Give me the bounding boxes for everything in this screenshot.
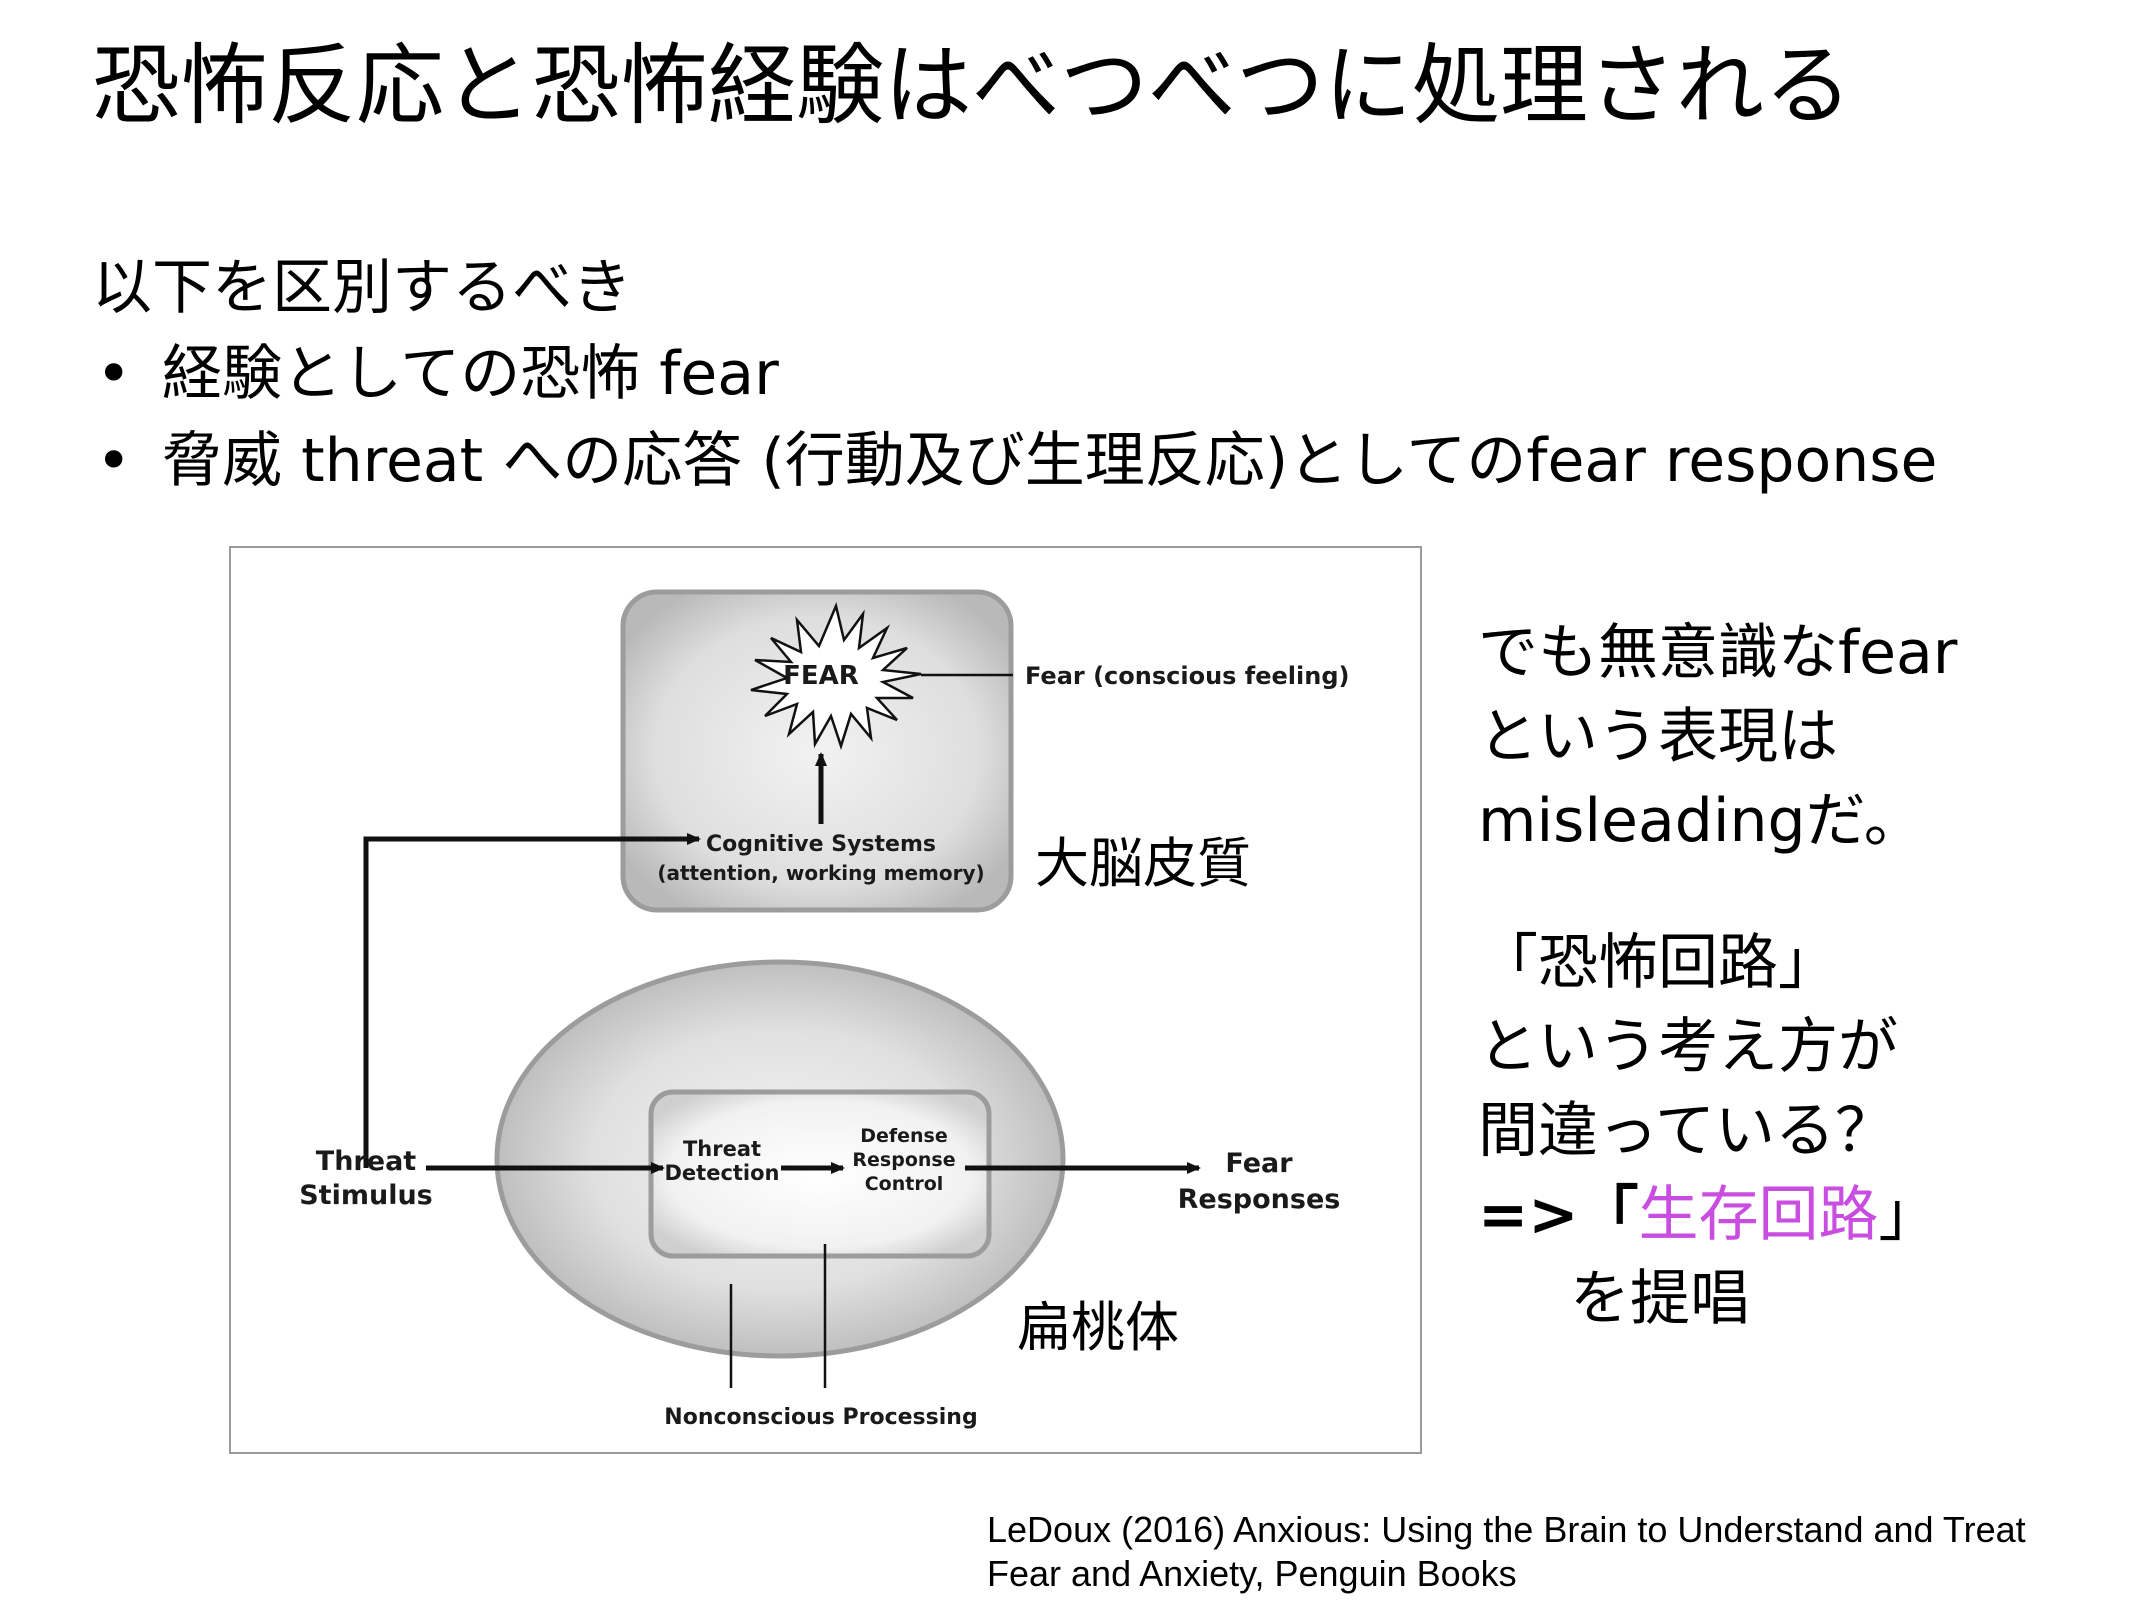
bullet-text: 脅威 threat への応答 (行動及び生理反応)としてのfear respon… — [162, 426, 1938, 496]
nonconscious-processing-label: Nonconscious Processing — [664, 1405, 977, 1430]
intro-text: 以下を区別するべき — [92, 253, 632, 323]
citation-line: Fear and Anxiety, Penguin Books — [987, 1553, 1517, 1594]
side-note-line: という表現は — [1478, 702, 1838, 772]
defense-response-label: Defense — [860, 1125, 948, 1147]
bracket-suffix: 」 — [1878, 1180, 1939, 1250]
bullet-item-experience: • 経験としての恐怖 fear — [92, 338, 1937, 425]
diagram-canvas: FEAR Fear (conscious feeling) Cognitive … — [299, 589, 1350, 1430]
bullet-marker: • — [96, 339, 132, 409]
defense-response-sublabel: Response — [852, 1149, 955, 1171]
citation: LeDoux (2016) Anxious: Using the Brain t… — [987, 1508, 2026, 1596]
side-note-line: でも無意識なfear — [1478, 618, 1958, 688]
amygdala-inner-box — [648, 1089, 992, 1259]
side-note-misleading: でも無意識なfear という表現は misleadingだ。 — [1478, 611, 1957, 863]
side-note-line: という考え方が — [1478, 1012, 1898, 1082]
side-note-survival-circuit: 「恐怖回路」 という考え方が 間違っている？ =>「生存回路」 を提唱 — [1478, 921, 1939, 1341]
fear-responses-sublabel: Responses — [1178, 1184, 1341, 1215]
bullet-item-response: • 脅威 threat への応答 (行動及び生理反応)としてのfear resp… — [92, 425, 1937, 512]
side-note-line: を提唱 — [1570, 1264, 1750, 1334]
cortex-region — [620, 589, 1014, 913]
threat-stimulus-sublabel: Stimulus — [299, 1180, 433, 1211]
threat-stimulus-label: Threat — [316, 1146, 416, 1177]
threat-detection-label: Threat — [683, 1137, 761, 1161]
fear-burst-icon — [750, 601, 922, 751]
survival-circuit-term: 生存回路 — [1638, 1180, 1879, 1250]
cortex-label: 大脳皮質 — [1035, 832, 1251, 895]
side-note-line: 間違っている？ — [1478, 1096, 1895, 1166]
stimulus-to-cognitive-arrow — [363, 833, 701, 1168]
ledoux-diagram: FEAR Fear (conscious feeling) Cognitive … — [229, 546, 1422, 1454]
side-note-line: misleadingだ。 — [1478, 786, 1924, 856]
arrow-prefix: =>「 — [1478, 1180, 1639, 1250]
cognitive-systems-sublabel: (attention, working memory) — [657, 861, 984, 885]
amygdala-label: 扁桃体 — [1017, 1296, 1179, 1359]
slide-title: 恐怖反応と恐怖経験はべつべつに処理される — [92, 34, 1853, 137]
fear-responses-label: Fear — [1225, 1148, 1293, 1179]
cognitive-systems-label: Cognitive Systems — [706, 832, 936, 857]
side-note-proposal-line: =>「生存回路」 — [1478, 1173, 1939, 1257]
defense-response-sublabel-2: Control — [865, 1173, 944, 1195]
fear-conscious-label: Fear (conscious feeling) — [1025, 662, 1350, 690]
fear-burst-label: FEAR — [783, 661, 859, 691]
bullet-marker: • — [96, 426, 132, 496]
side-note-line: 「恐怖回路」 — [1478, 928, 1838, 998]
threat-detection-sublabel: Detection — [664, 1161, 779, 1185]
citation-line: LeDoux (2016) Anxious: Using the Brain t… — [987, 1509, 2026, 1550]
bullet-text: 経験としての恐怖 fear — [162, 339, 779, 409]
bullet-list: • 経験としての恐怖 fear • 脅威 threat への応答 (行動及び生理… — [92, 338, 1937, 512]
